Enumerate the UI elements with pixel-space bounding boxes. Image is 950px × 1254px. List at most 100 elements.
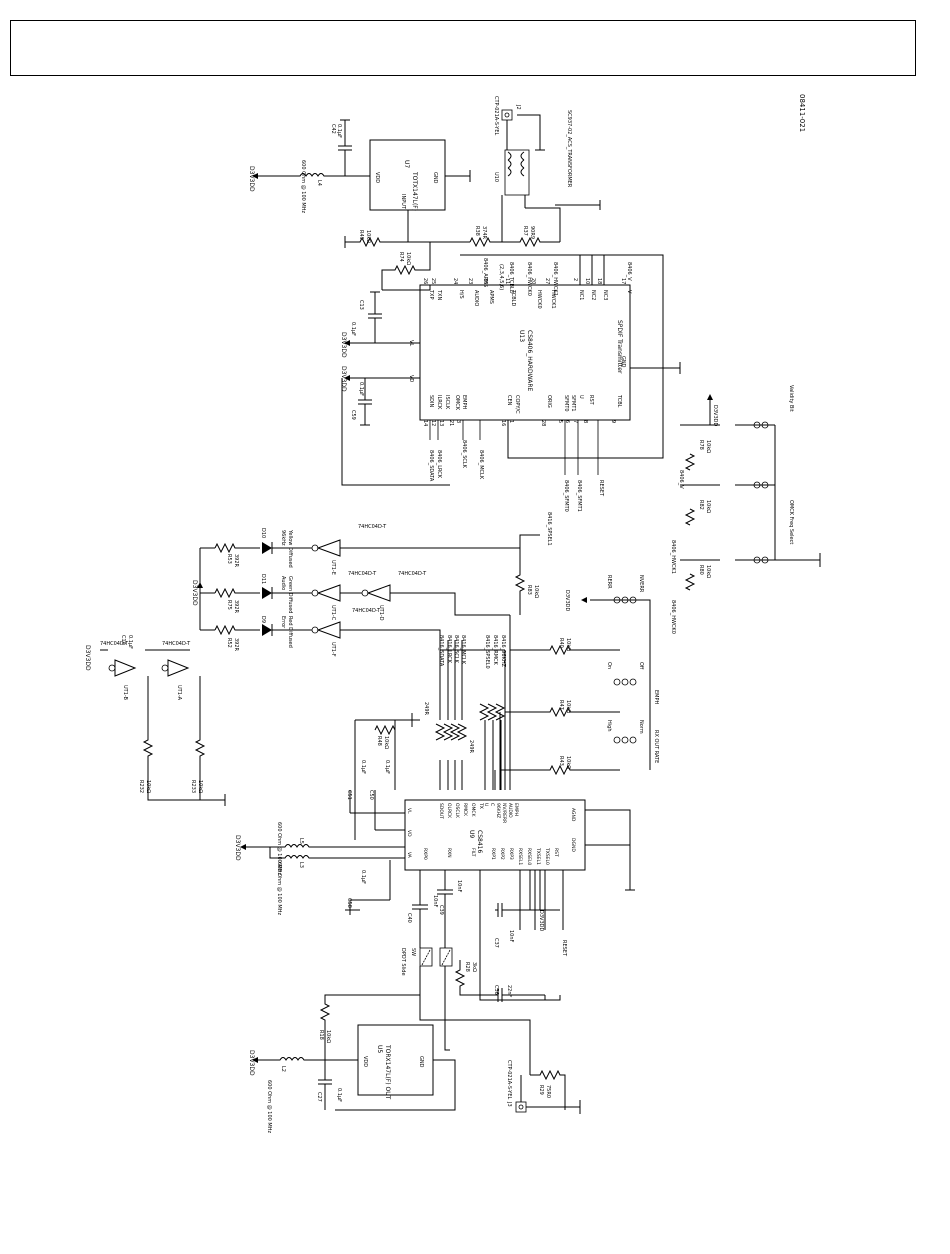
u7-ref: U7 [403, 160, 410, 168]
ut1c-gate [316, 584, 341, 602]
ut1b-gate [114, 659, 137, 677]
jumper2-name: EMPH [653, 690, 659, 704]
u13-pinnum-12: 12 [430, 420, 436, 426]
r29-symbol [520, 1069, 566, 1110]
l2-ref: L2 [280, 1066, 286, 1072]
j3-body [515, 1101, 527, 1113]
r47-ref: R47 [558, 700, 564, 710]
u9-pin-vd: VD [406, 830, 412, 837]
u13-pinnum-20: 20 [530, 278, 536, 284]
u9-data-lines [439, 760, 463, 790]
u9-pin-96khz: 96KHZ [495, 803, 501, 818]
jumper2-label: On [606, 662, 612, 669]
u9-pin-rxp2: RXP2 [499, 848, 505, 860]
u13-pin-hwck1: HWCK1 [550, 290, 556, 309]
c40-symbol [412, 870, 428, 948]
u13-net-mclk: 8406_MCLK [478, 450, 484, 480]
c51-value: 0.1µF [360, 760, 366, 774]
u9-bottom-pins [519, 870, 546, 930]
u13-pinnum-28: 28 [540, 420, 546, 426]
c39-symbol [437, 870, 453, 948]
u13-nc-wires [579, 255, 605, 285]
u13-net-sfmt1: 8406_SFMT1 [576, 480, 582, 512]
r83-value: 10kΩ [533, 585, 539, 598]
power-label-vd: D3V3DD [340, 366, 347, 392]
jumper3-opt: Norm [638, 720, 644, 734]
u13-ref: U13 [518, 330, 525, 342]
u9-pin-c: C [489, 803, 495, 806]
r53-ref: R53 [226, 554, 232, 564]
d10-name: 96kHz [280, 530, 286, 546]
r49-symbol [345, 236, 408, 248]
r47-value: 10kΩ [565, 700, 571, 713]
l4-ref: L4 [316, 180, 322, 186]
power-label-right: D3V3DD [712, 405, 718, 426]
c39-ref: C39 [438, 905, 444, 915]
d10-ref: D10 [260, 528, 266, 538]
u13-net-v: 8406_V [626, 262, 632, 281]
c59-ref: C59 [350, 410, 356, 420]
ut1d-gate [366, 584, 391, 602]
u13-pin-gnd: GND [620, 356, 626, 368]
d10-color: Yellow Diffused [287, 529, 293, 568]
u9-pin-olrck: OLRCK [446, 803, 452, 819]
u9-pin-u: U [483, 803, 489, 806]
r65-value: 249R [423, 702, 429, 716]
j3-ref: J3 [506, 1101, 512, 1107]
ut1a-ref: UT1-A [176, 685, 182, 701]
dpdt-b [439, 947, 453, 967]
u13-pin-tcbl: TCBL [616, 394, 622, 408]
power-arrow-u5 [252, 1057, 258, 1063]
u7-pin-gnd: GND [432, 172, 438, 184]
u13-pinnum-27: 27 [544, 278, 550, 284]
u10-coils [507, 151, 525, 177]
u13-pin-hs: H/S [458, 290, 464, 299]
u13-pin-ilrck: ILRCK [436, 395, 442, 410]
r64-value: 249R [468, 740, 474, 754]
jumper2-opt: Off [638, 662, 644, 670]
u9-net-spsel0: 8416_SPSEL0 [484, 635, 490, 669]
r48-ref: R48 [376, 736, 382, 746]
u13-left-pins: SDIN14ILRCK12ISCLK13OMCK21EMPH3CEN16COPY… [422, 394, 622, 426]
l5-value: 600 Ohm @ 100 MHz [276, 822, 282, 875]
jumper3-name: RX OUT RATE [653, 730, 659, 763]
u10-body [504, 149, 530, 196]
u9-net-rmck: 8416_RMCK [492, 635, 498, 666]
power-label-u9: D3V3DD [234, 835, 241, 861]
u13-pin-vl: VL [408, 340, 414, 346]
u13-pin-apms: APMS [488, 290, 494, 304]
u7-pin-input: INPUT [400, 194, 406, 210]
ut1e-gate [316, 539, 341, 557]
u9-pin-rmck: RMCK [462, 803, 468, 817]
u9-pin-omck: OMCK [470, 803, 476, 818]
power-label-vl: D3V3DD [340, 332, 347, 358]
dpdt-links [421, 949, 451, 966]
u5-ref: U5 [376, 1045, 383, 1053]
u13-pinnum-24: 24 [452, 278, 458, 284]
u9-net-reset: RESET [561, 940, 567, 957]
c27-value: 0.1µF [336, 1088, 342, 1102]
u13-pinnum-10: 10 [584, 278, 590, 284]
r53-symbol [214, 542, 260, 554]
jumper-mid-rail [590, 599, 651, 770]
u9-pin-filt: FILT [470, 848, 476, 857]
r29-value: 75R0 [545, 1085, 551, 1098]
d11-color: Green Diffused [287, 576, 293, 613]
u13-pin-isclk: ISCLK [444, 395, 450, 410]
r82-symbol [684, 508, 696, 526]
u13-pin-u: U [578, 395, 584, 399]
u9-ctrl-resistors [478, 703, 506, 721]
u9-net-spsel1: 8416_SPSEL1 [546, 512, 552, 546]
c13-value: 0.1µF [350, 322, 356, 336]
r75-ref: R75 [226, 600, 232, 610]
u9-pin-va: VA [406, 852, 412, 859]
u9-ctrl-lines [484, 720, 502, 790]
r38-symbol [469, 236, 502, 248]
l4-symbol [290, 173, 335, 177]
c13-symbol [368, 291, 382, 343]
r233-symbol [194, 676, 206, 800]
ut1a-gate [167, 659, 190, 677]
